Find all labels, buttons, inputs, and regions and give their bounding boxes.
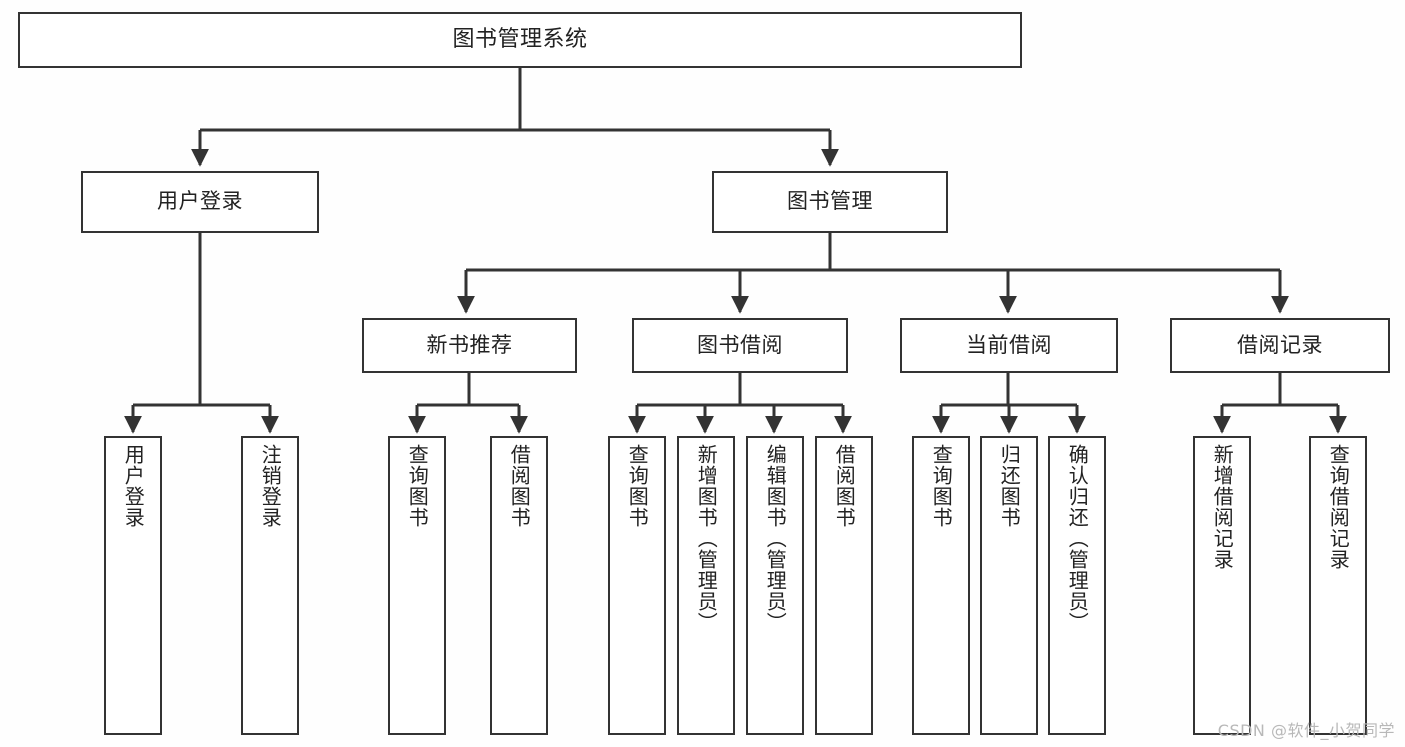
leaf-new-book-query[interactable]: 查询图书 bbox=[388, 436, 446, 735]
node-label: 查询图书 bbox=[405, 444, 430, 528]
leaf-borrow-record-add[interactable]: 新增借阅记录 bbox=[1193, 436, 1251, 735]
node-label: 编辑图书（管理员） bbox=[763, 444, 788, 633]
node-label: 新书推荐 bbox=[426, 332, 513, 357]
node-label: 归还图书 bbox=[997, 444, 1022, 528]
leaf-book-borrow-edit-admin[interactable]: 编辑图书（管理员） bbox=[746, 436, 804, 735]
node-borrow-record[interactable]: 借阅记录 bbox=[1170, 318, 1390, 373]
node-label: 图书管理系统 bbox=[452, 26, 588, 52]
leaf-borrow-record-query[interactable]: 查询借阅记录 bbox=[1309, 436, 1367, 735]
node-book-borrow[interactable]: 图书借阅 bbox=[632, 318, 848, 373]
node-current-borrow[interactable]: 当前借阅 bbox=[900, 318, 1118, 373]
node-label: 用户登录 bbox=[157, 189, 243, 214]
node-label: 借阅记录 bbox=[1237, 332, 1323, 357]
leaf-user-login-signout[interactable]: 注销登录 bbox=[241, 436, 299, 735]
node-label: 注销登录 bbox=[258, 444, 283, 528]
node-new-book-recommend[interactable]: 新书推荐 bbox=[362, 318, 577, 373]
node-label: 查询图书 bbox=[625, 444, 650, 528]
leaf-book-borrow-query[interactable]: 查询图书 bbox=[608, 436, 666, 735]
node-label: 新增借阅记录 bbox=[1210, 444, 1235, 570]
node-label: 借阅图书 bbox=[507, 444, 532, 528]
leaf-user-login-signin[interactable]: 用户登录 bbox=[104, 436, 162, 735]
node-label: 查询图书 bbox=[929, 444, 954, 528]
node-user-login[interactable]: 用户登录 bbox=[81, 171, 319, 233]
node-label: 新增图书（管理员） bbox=[694, 444, 719, 633]
node-label: 当前借阅 bbox=[966, 332, 1052, 357]
leaf-current-borrow-return[interactable]: 归还图书 bbox=[980, 436, 1038, 735]
node-root-library-system[interactable]: 图书管理系统 bbox=[18, 12, 1022, 68]
node-label: 图书管理 bbox=[787, 189, 873, 214]
leaf-current-borrow-confirm-admin[interactable]: 确认归还（管理员） bbox=[1048, 436, 1106, 735]
csdn-watermark: CSDN @软件_小贺同学 bbox=[1217, 721, 1395, 740]
leaf-new-book-borrow[interactable]: 借阅图书 bbox=[490, 436, 548, 735]
node-label: 借阅图书 bbox=[832, 444, 857, 528]
leaf-current-borrow-query[interactable]: 查询图书 bbox=[912, 436, 970, 735]
node-label: 确认归还（管理员） bbox=[1065, 444, 1090, 633]
leaf-book-borrow-borrow[interactable]: 借阅图书 bbox=[815, 436, 873, 735]
node-book-management[interactable]: 图书管理 bbox=[712, 171, 948, 233]
leaf-book-borrow-add-admin[interactable]: 新增图书（管理员） bbox=[677, 436, 735, 735]
node-label: 用户登录 bbox=[121, 444, 146, 528]
node-label: 图书借阅 bbox=[697, 332, 783, 357]
node-label: 查询借阅记录 bbox=[1326, 444, 1351, 570]
